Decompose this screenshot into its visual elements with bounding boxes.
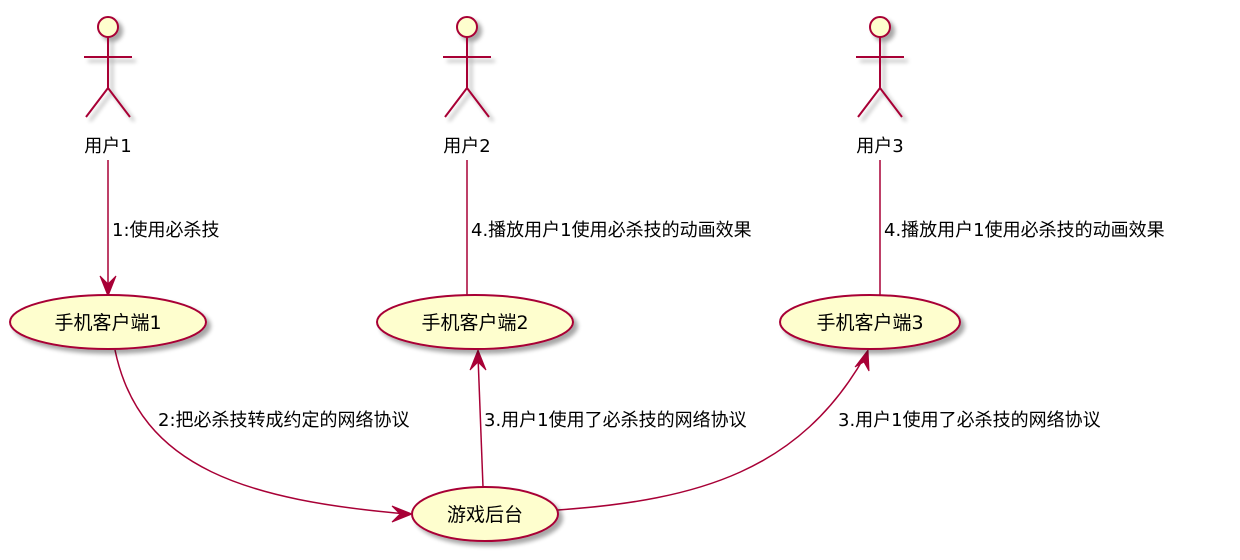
- actor-body: [856, 37, 904, 118]
- edge-backend-client2: [477, 355, 484, 488]
- usecase-client2: 手机客户端2: [376, 294, 574, 350]
- actor-head: [456, 16, 478, 38]
- arrowhead: [854, 348, 870, 372]
- edge-label: 2:把必杀技转成约定的网络协议: [158, 410, 410, 431]
- edge-label: 1:使用必杀技: [112, 220, 220, 241]
- arrowhead: [99, 275, 117, 298]
- actor-label: 用户1: [84, 136, 131, 157]
- actor-user1: 用户1: [84, 16, 132, 157]
- arrowhead: [391, 505, 414, 523]
- actor-label: 用户3: [856, 136, 903, 157]
- edge-label: 3.用户1使用了必杀技的网络协议: [838, 410, 1101, 431]
- usecase-label: 手机客户端1: [54, 312, 161, 334]
- usecase-backend: 游戏后台: [411, 486, 559, 542]
- actor-label: 用户2: [443, 136, 490, 157]
- edge-backend-client3: [557, 355, 866, 511]
- usecase-client3: 手机客户端3: [779, 294, 961, 350]
- arrowhead: [469, 348, 487, 371]
- actor-head: [97, 16, 119, 38]
- actor-body: [443, 37, 491, 118]
- edge-label: 4.播放用户1使用必杀技的动画效果: [884, 220, 1165, 241]
- edge-label: 4.播放用户1使用必杀技的动画效果: [471, 220, 752, 241]
- usecase-label: 手机客户端3: [816, 312, 923, 334]
- actor-head: [869, 16, 891, 38]
- actor-user3: 用户3: [856, 16, 904, 157]
- usecase-label: 手机客户端2: [421, 312, 528, 334]
- edge-client1-backend: [114, 349, 407, 515]
- edge-label: 3.用户1使用了必杀技的网络协议: [484, 410, 747, 431]
- actor-body: [84, 37, 132, 118]
- usecase-label: 游戏后台: [447, 504, 523, 526]
- actor-user2: 用户2: [443, 16, 491, 157]
- usecase-client1: 手机客户端1: [9, 294, 207, 350]
